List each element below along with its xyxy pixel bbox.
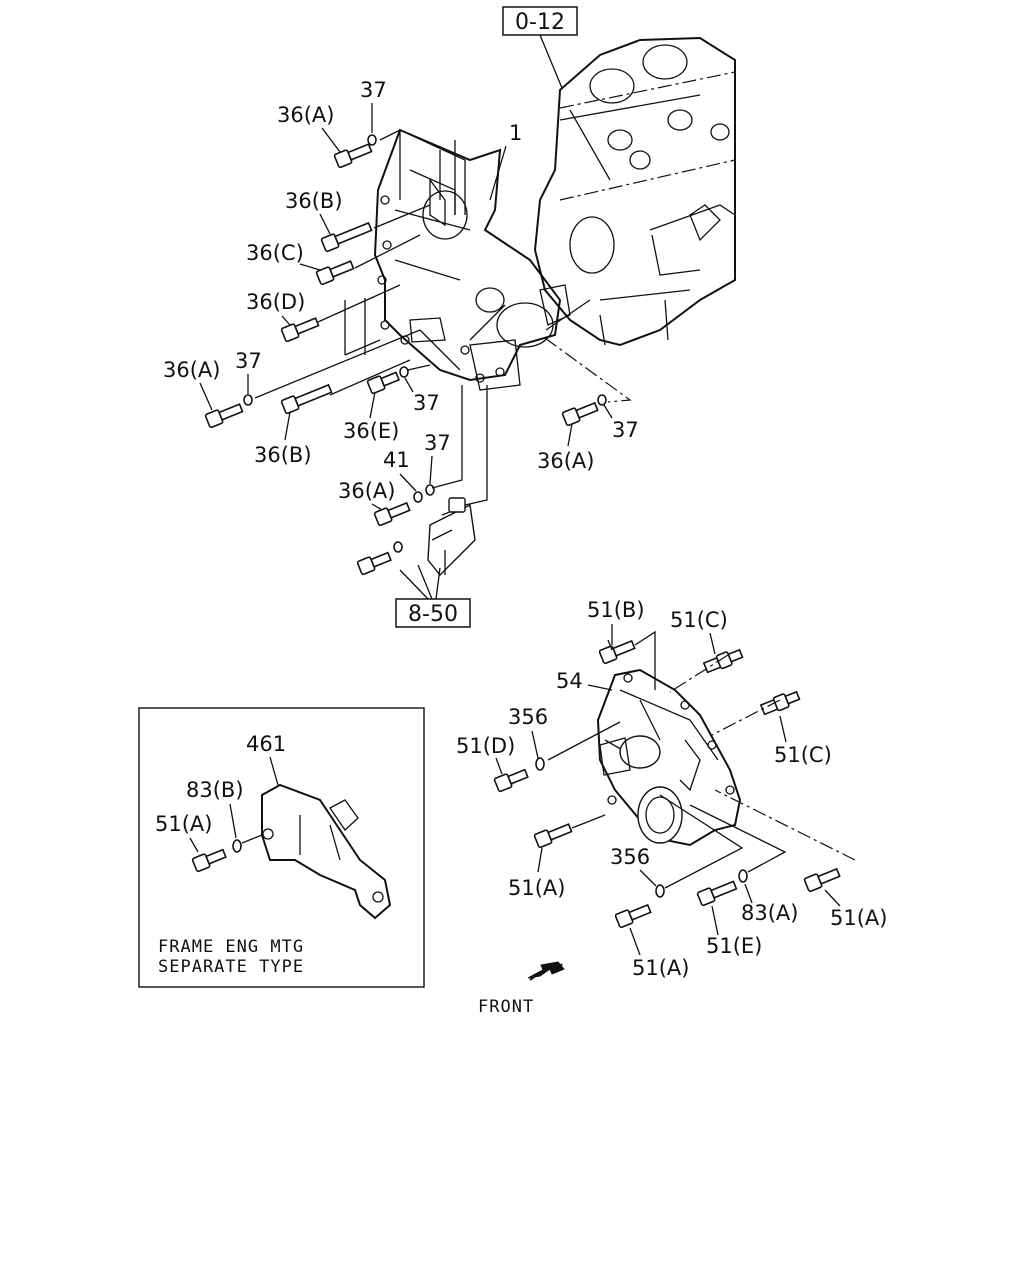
label-461: 461	[246, 732, 286, 756]
inset-callouts: 461 83(B) 51(A) FRAME ENG MTG SEPARATE T…	[155, 732, 304, 977]
label-36c: 36(C)	[246, 241, 304, 265]
label-36b-top: 36(B)	[285, 189, 343, 213]
label-51e: 51(E)	[706, 934, 762, 958]
lower-callouts: 51(B) 51(C) 54 356 51(D) 51(C) 51(A) 356…	[456, 598, 887, 980]
label-51a-bottom: 51(A)	[632, 956, 689, 980]
inset-note-line1: FRAME ENG MTG	[158, 937, 304, 957]
label-37-mid: 37	[413, 391, 440, 415]
label-51c-top: 51(C)	[670, 608, 728, 632]
label-54: 54	[556, 669, 583, 693]
front-arrow-icon	[527, 961, 565, 981]
label-37-top: 37	[360, 78, 387, 102]
label-36a-low: 36(A)	[338, 479, 395, 503]
label-83b: 83(B)	[186, 778, 244, 802]
ref-oil-pump-text: 8-50	[408, 602, 458, 627]
label-36e: 36(E)	[343, 419, 399, 443]
label-41: 41	[383, 448, 410, 472]
oil-pump-drawing	[427, 497, 476, 577]
label-37-left: 37	[235, 349, 262, 373]
ref-box-oil-pump: 8-50	[395, 564, 471, 628]
label-356-top: 356	[508, 705, 548, 729]
label-51a-left: 51(A)	[508, 876, 565, 900]
label-51a-inset: 51(A)	[155, 812, 212, 836]
front-cover-drawing	[596, 668, 742, 847]
upper-guide-lines	[254, 129, 632, 506]
label-51c-right: 51(C)	[774, 743, 832, 767]
label-37-low: 37	[424, 431, 451, 455]
engine-block-drawing	[533, 36, 736, 347]
label-part-1: 1	[509, 121, 522, 145]
ref-engine-block-text: 0-12	[515, 10, 565, 35]
ref-box-engine-block: 0-12	[502, 6, 578, 89]
upper-fasteners	[204, 134, 607, 576]
label-37-right: 37	[612, 418, 639, 442]
timing-gear-case-drawing	[373, 128, 571, 391]
label-51d: 51(D)	[456, 734, 515, 758]
inset-box	[138, 707, 425, 988]
lower-guide-lines	[547, 630, 856, 889]
label-36d: 36(D)	[246, 290, 305, 314]
lower-fasteners	[493, 639, 841, 929]
upper-callouts: 1 37 36(A) 36(B) 36(C) 36(D) 36(A) 37 36…	[163, 78, 639, 511]
label-36a-left: 36(A)	[163, 358, 220, 382]
label-36a-top: 36(A)	[277, 103, 334, 127]
front-label: FRONT	[478, 997, 534, 1017]
label-51b: 51(B)	[587, 598, 645, 622]
label-36a-right: 36(A)	[537, 449, 594, 473]
inset-note-line2: SEPARATE TYPE	[158, 957, 304, 977]
label-356-bottom: 356	[610, 845, 650, 869]
label-83a: 83(A)	[741, 901, 798, 925]
label-36b-lower: 36(B)	[254, 443, 312, 467]
label-51a-right: 51(A)	[830, 906, 887, 930]
